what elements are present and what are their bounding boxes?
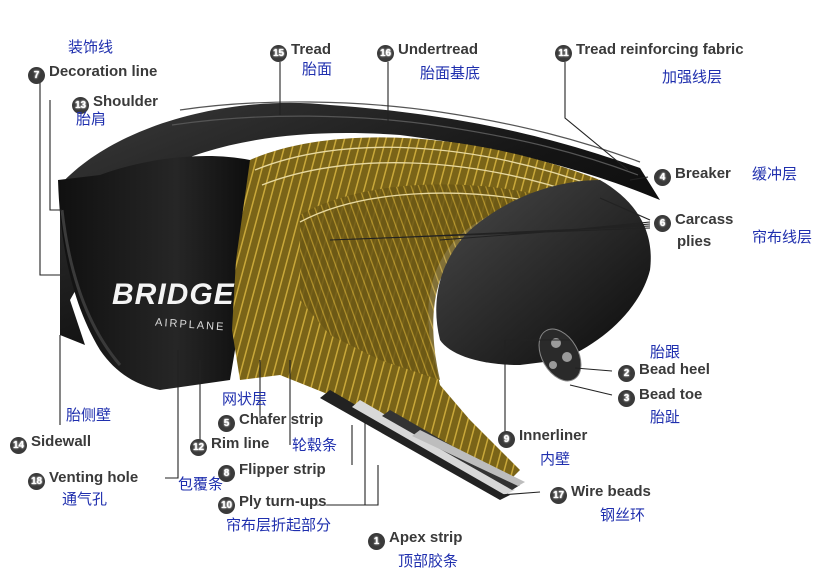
callout-number-3: 3 bbox=[618, 390, 635, 407]
callout-number-14: 14 bbox=[10, 437, 27, 454]
callout-number-17: 17 bbox=[550, 487, 567, 504]
callout-number-6: 6 bbox=[654, 215, 671, 232]
callout-number-4: 4 bbox=[654, 169, 671, 186]
innerliner-body bbox=[436, 180, 651, 365]
callout-number-13: 13 bbox=[72, 97, 89, 114]
tread-reinforcing-fabric-zh: 加强线层 bbox=[662, 68, 723, 86]
callout-number-12: 12 bbox=[190, 439, 207, 456]
decoration-ridge bbox=[60, 209, 122, 366]
callout-number-1: 1 bbox=[368, 533, 385, 550]
innerliner-zh: 内壁 bbox=[540, 450, 571, 468]
callout-number-16: 16 bbox=[377, 45, 394, 62]
carcass-plies-zh: 帘布线层 bbox=[752, 228, 813, 246]
ply-lines bbox=[254, 146, 601, 223]
callout-number-15: 15 bbox=[270, 45, 287, 62]
tread-zh: 胎面 bbox=[302, 60, 333, 78]
chafer-strip-zh: 网状层 bbox=[222, 390, 268, 408]
callout-number-18: 18 bbox=[28, 473, 45, 490]
callout-number-5: 5 bbox=[218, 415, 235, 432]
sidewall-body bbox=[58, 155, 255, 390]
undertread-zh: 胎面基底 bbox=[420, 64, 481, 82]
wire-beads-zh: 钢丝环 bbox=[600, 506, 646, 524]
callout-number-9: 9 bbox=[498, 431, 515, 448]
flipper-strip-zh: 包覆条 bbox=[178, 475, 224, 493]
decoration-line-zh: 装饰线 bbox=[68, 38, 114, 56]
bead-toe-zh: 胎趾 bbox=[650, 408, 681, 426]
venting-hole-zh: 通气孔 bbox=[62, 490, 108, 508]
callout-number-11: 11 bbox=[555, 45, 572, 62]
carcass-plies-label-line2: plies bbox=[677, 233, 712, 250]
bead-heel-zh: 胎跟 bbox=[650, 343, 681, 361]
ply-turn-ups-zh: 帘布层折起部分 bbox=[226, 516, 332, 534]
callout-number-7: 7 bbox=[28, 67, 45, 84]
rim-line-zh: 轮毂条 bbox=[292, 436, 338, 454]
callout-number-10: 10 bbox=[218, 497, 235, 514]
bead-strips bbox=[320, 390, 525, 500]
callout-number-2: 2 bbox=[618, 365, 635, 382]
apex-strip-zh: 顶部胶条 bbox=[398, 552, 459, 570]
leader-lines bbox=[39, 62, 651, 506]
carcass-cord-inner bbox=[300, 184, 560, 380]
shoulder-zh: 胎肩 bbox=[76, 110, 107, 128]
tread-grooves bbox=[171, 101, 641, 176]
callout-number-8: 8 bbox=[218, 465, 235, 482]
breaker-zh: 缓冲层 bbox=[752, 165, 798, 183]
tire-brand-text: BRIDGE bbox=[112, 278, 235, 311]
sidewall-zh: 胎侧壁 bbox=[66, 406, 112, 424]
